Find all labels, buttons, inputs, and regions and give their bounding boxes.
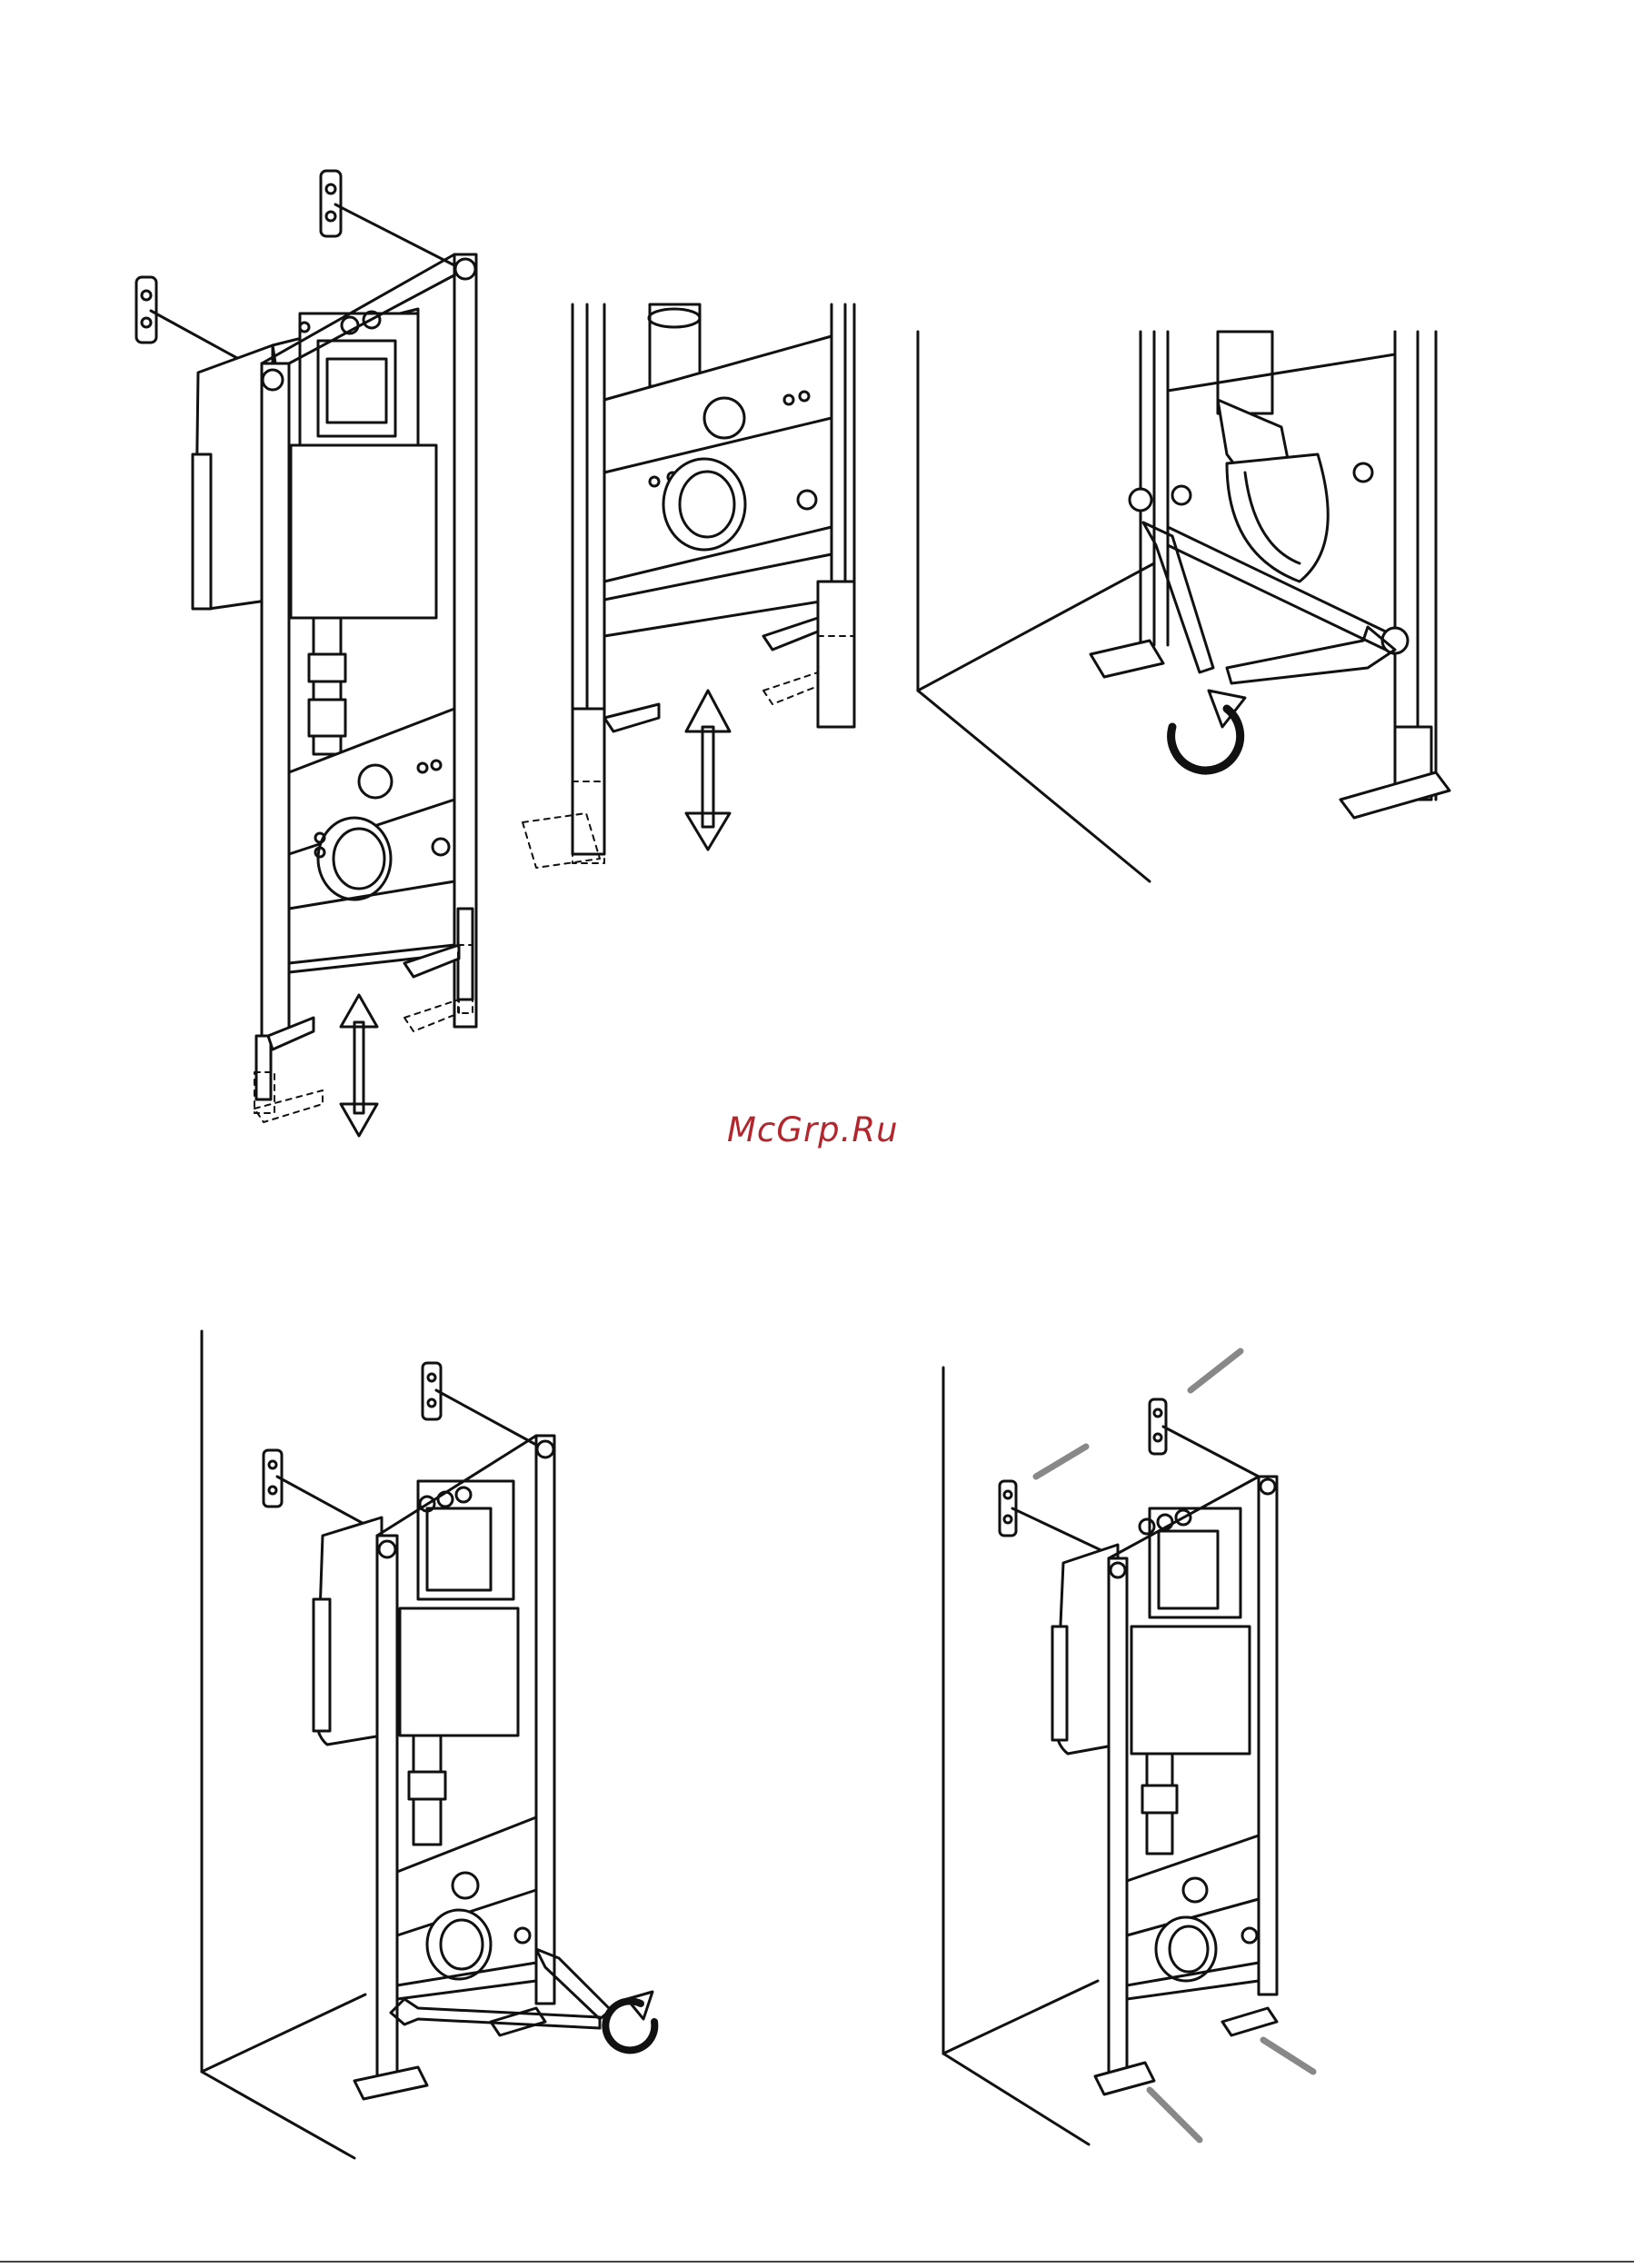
figure-3-tighten-bolts: [918, 332, 1450, 881]
figure-5-wall-anchors: [943, 1351, 1313, 2144]
rotate-arrow-icon: [1171, 691, 1245, 771]
watermark-text: McGrp.Ru: [727, 1110, 927, 1149]
double-arrow-vertical-icon: [686, 691, 730, 850]
arrow-to-bolt-icon: [391, 1949, 611, 2028]
figure-2-leg-extension-detail: [523, 304, 854, 868]
rotate-arrow-icon: [605, 1992, 654, 2050]
figure-1-frame-leg-adjust: [136, 171, 476, 1136]
footer-divider: [0, 2261, 1634, 2263]
double-arrow-vertical-icon: [341, 995, 377, 1136]
figure-4-frame-install-tighten: [202, 1331, 654, 2158]
